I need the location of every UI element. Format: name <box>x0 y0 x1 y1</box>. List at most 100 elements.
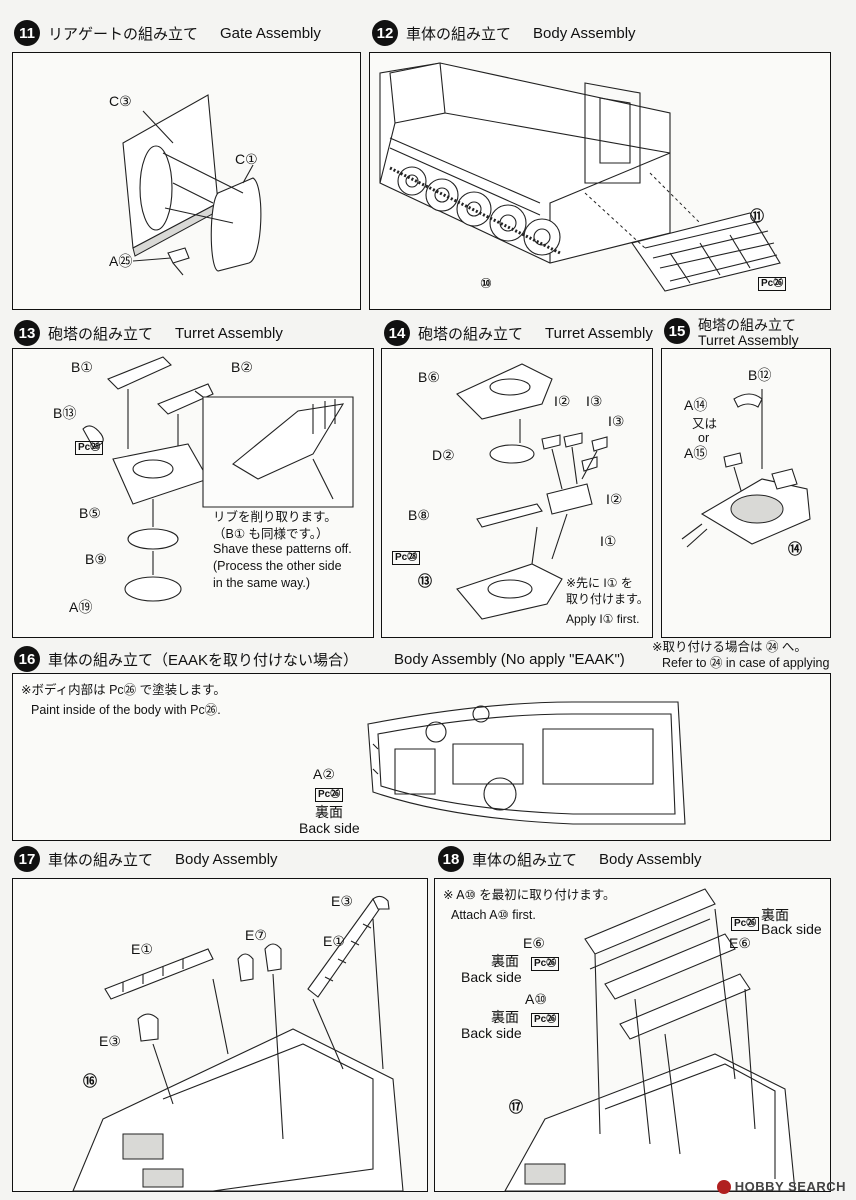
back-side-label-en: Back side <box>761 921 822 937</box>
part-label: D② <box>432 447 455 463</box>
part-label: I② <box>606 491 623 507</box>
step-title-en: Body Assembly <box>599 850 702 868</box>
part-label: E⑦ <box>245 927 267 943</box>
part-label: ⑪ <box>750 208 764 224</box>
side-note-en: Refer to ㉔ in case of applying <box>662 656 830 670</box>
step-number: 17 <box>14 846 40 872</box>
step-number: 13 <box>14 320 40 346</box>
or-label-en: or <box>698 431 710 445</box>
apply-first-note-en: Apply I① first. <box>566 612 640 626</box>
step-title-jp: 砲塔の組み立て <box>48 325 154 343</box>
part-label: ⑭ <box>788 541 802 557</box>
step-16-panel: ※ボディ内部は Pc㉖ で塗装します。 Paint inside of the … <box>12 673 831 841</box>
body-underside-drawing <box>13 674 830 840</box>
part-label: ⑰ <box>509 1099 523 1115</box>
turret-final-drawing <box>662 349 830 637</box>
part-label: B⑧ <box>408 507 430 523</box>
step-number: 18 <box>438 846 464 872</box>
part-label: B⑨ <box>85 551 107 567</box>
part-label: A② <box>313 766 335 782</box>
step-title-en: Gate Assembly <box>220 24 321 42</box>
step-title-jp: 車体の組み立て（EAAKを取り付けない場合） <box>48 651 359 669</box>
paint-code: Pc㉖ <box>731 915 760 931</box>
step-11-panel: C③ C① A㉕ <box>12 52 361 310</box>
paint-note-jp: ※ボディ内部は Pc㉖ で塗装します。 <box>21 683 226 697</box>
paint-code: Pc㉖ <box>531 1011 560 1027</box>
attach-first-note-jp: ※ A⑩ を最初に取り付けます。 <box>443 888 616 902</box>
part-label: C③ <box>109 93 132 109</box>
step-15-panel: B⑫ A⑭ 又は or A⑮ ⑭ <box>661 348 831 638</box>
part-label: A⑩ <box>525 991 547 1007</box>
apply-first-note-jp: ※先に I① を 取り付けます。 <box>566 576 649 607</box>
paint-note-en: Paint inside of the body with Pc㉖. <box>31 703 221 717</box>
step-14-panel: B⑥ D② B⑧ Pc㉘ ⑬ I② I③ I③ I② I① ※先に I① を 取… <box>381 348 653 638</box>
part-label: C① <box>235 151 258 167</box>
step-number: 12 <box>372 20 398 46</box>
step-title-en: Body Assembly (No apply "EAAK") <box>394 650 625 668</box>
part-label: I② <box>554 393 571 409</box>
part-label: B⑥ <box>418 369 440 385</box>
part-label: ⑯ <box>83 1073 97 1089</box>
paint-code: Pc㉖ <box>531 955 560 971</box>
step-11-header: 11 リアゲートの組み立て Gate Assembly <box>14 20 321 46</box>
part-label: A⑮ <box>684 445 708 461</box>
step-17-header: 17 車体の組み立て Body Assembly <box>14 846 278 872</box>
paint-code: Pc㉘ <box>392 549 421 565</box>
step-17-panel: E③ E① E⑦ E① E③ ⑯ <box>12 878 428 1192</box>
step-title-en: Turret Assembly <box>698 331 799 348</box>
step-title-en: Body Assembly <box>175 850 278 868</box>
body-assembly-drawing <box>370 53 830 309</box>
step-number: 11 <box>14 20 40 46</box>
step-15-header: 15 砲塔の組み立て Turret Assembly <box>664 318 799 347</box>
part-label: I③ <box>586 393 603 409</box>
step-title-jp: 車体の組み立て <box>472 851 578 869</box>
back-side-label-jp: 裏面 <box>491 953 519 969</box>
step-number: 16 <box>14 646 40 672</box>
part-label: ⑬ <box>418 573 432 589</box>
paint-code: Pc㉖ <box>315 786 344 802</box>
step-title-en: Turret Assembly <box>545 324 653 342</box>
shave-note-jp: リブを削り取ります。 （B① も同様です。） <box>213 510 337 541</box>
step-18-header: 18 車体の組み立て Body Assembly <box>438 846 702 872</box>
part-label: E① <box>131 941 153 957</box>
hobby-search-watermark: HOBBY SEARCH <box>716 1179 846 1194</box>
shave-note-en: Shave these patterns off. (Process the o… <box>213 542 352 590</box>
back-side-label-en: Back side <box>461 969 522 985</box>
step-number: 15 <box>664 318 690 344</box>
gate-assembly-drawing <box>13 53 360 309</box>
back-side-label-en: Back side <box>461 1025 522 1041</box>
side-note-jp: ※取り付ける場合は ㉔ へ。 <box>652 640 807 654</box>
part-label: I① <box>600 533 617 549</box>
part-label: ⑩ <box>480 275 492 291</box>
back-side-label-jp: 裏面 <box>491 1009 519 1025</box>
part-label: B⑫ <box>748 367 772 383</box>
step-13-header: 13 砲塔の組み立て Turret Assembly <box>14 320 283 346</box>
part-label: E① <box>323 933 345 949</box>
step-number: 14 <box>384 320 410 346</box>
step-13-panel: B① B② B⑬ Pc㉘ B⑤ B⑨ A⑲ リブを削り取ります。 （B① も同様… <box>12 348 374 638</box>
back-side-label-en: Back side <box>299 820 360 836</box>
turret-assembly-drawing <box>13 349 373 637</box>
step-title-jp: 車体の組み立て <box>48 851 154 869</box>
body-rails-drawing <box>13 879 427 1191</box>
attach-first-note-en: Attach A⑩ first. <box>451 908 536 922</box>
part-label: B② <box>231 359 253 375</box>
part-label: E⑥ <box>523 935 545 951</box>
step-title-jp: リアゲートの組み立て <box>48 25 199 43</box>
step-title-jp: 砲塔の組み立て <box>698 317 796 333</box>
step-title-en: Body Assembly <box>533 24 636 42</box>
part-label: A㉕ <box>109 253 133 269</box>
step-16-header: 16 車体の組み立て（EAAKを取り付けない場合） Body Assembly … <box>14 646 625 672</box>
paint-code: Pc㉘ <box>75 439 104 455</box>
part-label: A⑭ <box>684 397 708 413</box>
part-label: E⑥ <box>729 935 751 951</box>
step-title-en: Turret Assembly <box>175 324 283 342</box>
step-14-header: 14 砲塔の組み立て Turret Assembly <box>384 320 653 346</box>
paint-code: Pc㉖ <box>758 275 787 291</box>
back-side-label-jp: 裏面 <box>761 907 789 923</box>
step-title-jp: 砲塔の組み立て <box>418 325 524 343</box>
part-label: E③ <box>99 1033 121 1049</box>
back-side-label-jp: 裏面 <box>315 804 343 820</box>
part-label: B⑬ <box>53 405 77 421</box>
body-plates-drawing <box>435 879 830 1191</box>
